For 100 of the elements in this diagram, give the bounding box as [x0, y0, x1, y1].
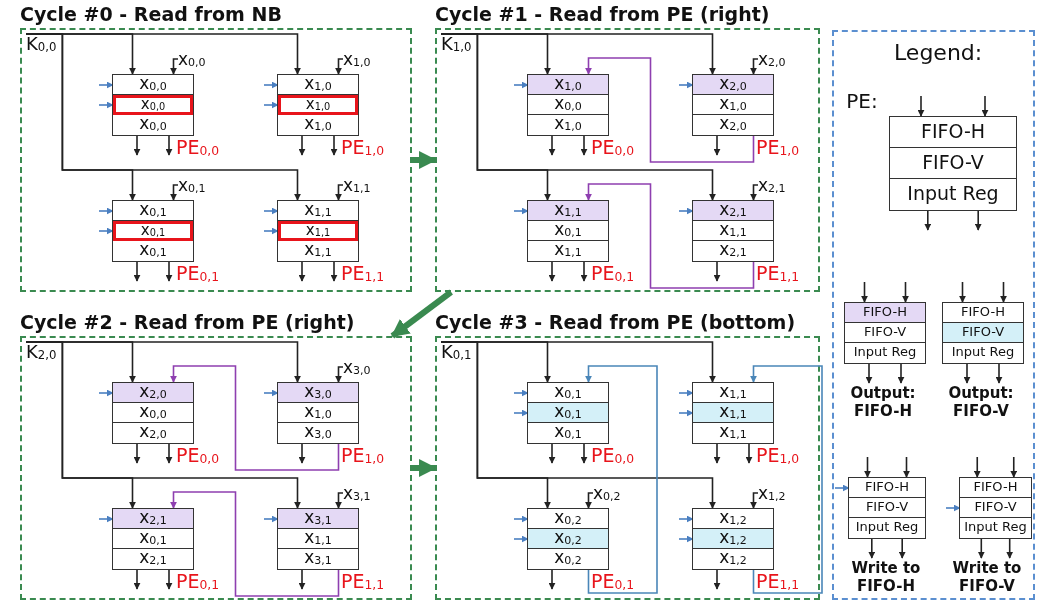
- register-cell: x$_{0,1}$: [113, 241, 193, 261]
- data-path-arrow: [585, 183, 755, 289]
- panel-title: Cycle #3 - Read from PE (bottom): [435, 310, 796, 334]
- register-cell: x$_{2,1}$: [693, 201, 773, 221]
- register-cell: x$_{2,0}$: [693, 75, 773, 95]
- output-arrow: [580, 443, 588, 464]
- input-arrow: [263, 515, 279, 523]
- panel-title: Cycle #1 - Read from PE (right): [435, 2, 770, 26]
- output-arrow: [924, 210, 932, 231]
- pe-label: PE$_{1,0}$: [756, 444, 800, 466]
- input-arrow: [585, 492, 594, 509]
- register-cell: x$_{0,1}$: [113, 201, 193, 221]
- output-arrow: [548, 261, 556, 282]
- output-arrow: [298, 569, 306, 590]
- output-arrow: [995, 363, 1003, 384]
- register-cell: x$_{0,0}$: [113, 403, 193, 423]
- bus-line: [25, 341, 301, 509]
- panel-title: Cycle #0 - Read from NB: [20, 2, 282, 26]
- register-cell: x$_{2,1}$: [113, 509, 193, 529]
- register-cell: x$_{3,1}$: [278, 549, 358, 569]
- register-cell: FIFO-V: [960, 498, 1031, 518]
- register-cell: Input Reg: [845, 343, 925, 363]
- output-arrow: [165, 261, 173, 282]
- input-arrow: [98, 515, 114, 523]
- input-arrow: [513, 515, 529, 523]
- pe-label: PE$_{1,1}$: [756, 262, 800, 284]
- data-path-arrow: [750, 365, 823, 594]
- input-arrow: [678, 389, 694, 397]
- register-cell: Input Reg: [960, 518, 1031, 538]
- input-arrow: [1000, 281, 1007, 303]
- input-label: x$_{0,1}$: [178, 176, 206, 195]
- input-label: x$_{3,1}$: [343, 484, 371, 503]
- output-arrow: [330, 261, 338, 282]
- pe-box: [848, 477, 926, 539]
- input-arrow: [263, 207, 279, 215]
- register-cell: x$_{3,0}$: [278, 383, 358, 403]
- input-label: x$_{3,0}$: [343, 358, 371, 377]
- input-label: K$_{1,0}$: [441, 34, 472, 54]
- register-cell: x$_{1,2}$: [693, 529, 773, 549]
- register-cell: Input Reg: [943, 343, 1023, 363]
- input-arrow: [678, 409, 694, 417]
- register-cell: x$_{1,0}$: [278, 115, 358, 135]
- output-arrow: [133, 135, 141, 156]
- bus-line: [440, 341, 716, 509]
- register-cell: x$_{1,1}$: [693, 403, 773, 423]
- data-path-arrow: [170, 491, 340, 597]
- output-arrow: [548, 569, 556, 590]
- output-arrow: [298, 261, 306, 282]
- output-arrow: [580, 135, 588, 156]
- pe-label: PE$_{0,1}$: [591, 262, 635, 284]
- input-arrow: [861, 281, 868, 303]
- register-cell: Input Reg: [849, 518, 925, 538]
- input-arrow: [750, 58, 759, 75]
- output-arrow: [898, 538, 906, 559]
- data-path-arrow: [170, 365, 340, 471]
- register-cell: x$_{2,0}$: [113, 423, 193, 443]
- pe-label: PE$_{0,0}$: [176, 136, 220, 158]
- register-cell: x$_{2,1}$: [113, 549, 193, 569]
- pe-box: [692, 200, 774, 262]
- output-arrow: [165, 569, 173, 590]
- pe-label: PE$_{0,0}$: [591, 136, 635, 158]
- register-cell: x$_{0,0}$: [528, 95, 608, 115]
- input-arrow: [170, 58, 179, 75]
- input-arrow: [98, 81, 114, 89]
- input-arrow: [678, 207, 694, 215]
- input-label: K$_{0,1}$: [441, 342, 472, 362]
- register-cell: x$_{0,0}$: [113, 115, 193, 135]
- output-arrow: [713, 569, 721, 590]
- pe-label: PE$_{1,1}$: [341, 262, 385, 284]
- register-cell: x$_{0,1}$: [528, 221, 608, 241]
- register-cell: x$_{0,1}$: [528, 423, 608, 443]
- input-arrow: [834, 484, 850, 492]
- output-arrow: [133, 261, 141, 282]
- input-label: x$_{1,2}$: [758, 484, 786, 503]
- register-cell: x$_{0,2}$: [528, 549, 608, 569]
- input-arrow: [902, 281, 909, 303]
- pe-box: [527, 74, 609, 136]
- input-arrow: [750, 184, 759, 201]
- input-arrow: [98, 207, 114, 215]
- legend-caption: Output: FIFO-V: [947, 384, 1015, 420]
- output-arrow: [330, 135, 338, 156]
- input-arrow: [903, 456, 910, 478]
- pe-box: [692, 382, 774, 444]
- output-arrow: [580, 261, 588, 282]
- register-cell: x$_{2,0}$: [113, 383, 193, 403]
- input-label: x$_{0,2}$: [593, 484, 621, 503]
- input-arrow: [945, 504, 961, 512]
- register-cell: FIFO-V: [849, 498, 925, 518]
- input-arrow: [335, 58, 344, 75]
- input-arrow: [973, 456, 981, 478]
- data-path-arrow: [585, 57, 755, 163]
- input-label: K$_{0,0}$: [26, 34, 57, 54]
- input-arrow: [750, 492, 759, 509]
- register-cell: x$_{1,1}$: [278, 529, 358, 549]
- register-cell: FIFO-H: [890, 117, 1016, 148]
- output-arrow: [713, 135, 721, 156]
- register-cell: FIFO-V: [943, 323, 1023, 343]
- input-label: x$_{1,1}$: [343, 176, 371, 195]
- register-cell: x$_{1,1}$: [528, 241, 608, 261]
- bus-line: [25, 33, 301, 201]
